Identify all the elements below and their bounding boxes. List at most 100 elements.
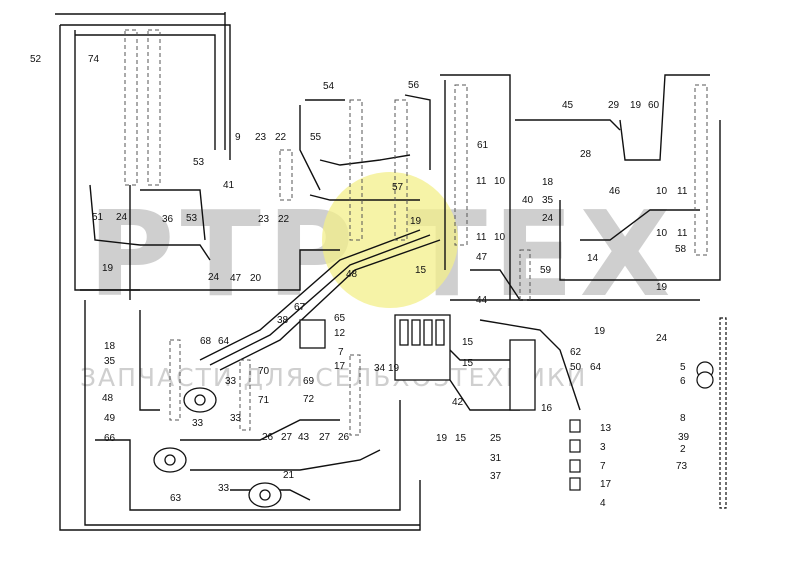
callout: 16 [541,403,553,414]
callout: 3 [600,442,606,453]
callout: 61 [477,140,489,151]
callout: 7 [338,347,344,358]
callout: 33 [218,483,230,494]
callout: 63 [170,493,182,504]
callout: 22 [278,214,290,225]
callout: 19 [410,216,422,227]
callout: 17 [334,361,346,372]
callout: 5 [680,362,686,373]
callout: 29 [608,100,620,111]
callout: 47 [476,252,488,263]
callout: 10 [656,228,668,239]
callout: 15 [462,337,474,348]
callout: 55 [310,132,322,143]
callout: 15 [455,433,467,444]
callout: 71 [258,395,270,406]
callout: 19 [656,282,668,293]
callout: 21 [283,470,295,481]
callout: 31 [490,453,502,464]
callout: 33 [225,376,237,387]
cylinders [124,29,708,436]
callout: 24 [116,212,128,223]
callout: 64 [218,336,230,347]
callout: 19 [630,100,642,111]
callout: 52 [30,54,42,65]
callout: 72 [303,394,315,405]
callout: 53 [186,213,198,224]
callout: 57 [392,182,404,193]
callout: 11 [677,228,688,239]
callout: 37 [490,471,502,482]
callout: 45 [562,100,574,111]
callout: 46 [609,186,621,197]
loose-parts [569,317,727,509]
callout: 51 [92,212,104,223]
control-valve-block [299,314,536,411]
callout: 10 [494,176,506,187]
callout: 47 [230,273,242,284]
callout: 9 [235,132,241,143]
hose-lines [55,12,721,531]
callout: 19 [436,433,448,444]
callout: 11 [476,232,487,243]
callout-labels: 52 74 53 51 24 36 53 19 24 47 20 9 23 22… [30,54,690,509]
callout: 2 [680,444,686,455]
callout: 27 [319,432,331,443]
callout: 38 [277,315,289,326]
callout: 20 [250,273,262,284]
callout: 4 [600,498,606,509]
callout: 26 [338,432,350,443]
callout: 35 [104,356,116,367]
callout: 68 [200,336,212,347]
callout: 23 [258,214,270,225]
callout: 39 [678,432,690,443]
callout: 66 [104,433,116,444]
callout: 18 [542,177,554,188]
callout: 18 [104,341,116,352]
callout: 26 [262,432,274,443]
hydraulic-motors [153,387,282,508]
callout: 60 [648,100,660,111]
callout: 43 [298,432,310,443]
callout: 33 [192,418,204,429]
callout: 7 [600,461,606,472]
callout: 48 [346,269,358,280]
callout: 42 [452,397,464,408]
callout: 35 [542,195,554,206]
watermark-logo-disc [322,172,458,308]
callout: 14 [587,253,599,264]
callout: 40 [522,195,534,206]
callout: 28 [580,149,592,160]
callout: 50 [570,362,582,373]
callout: 44 [476,295,488,306]
callout: 19 [388,363,400,374]
callout: 69 [303,376,315,387]
callout: 36 [162,214,174,225]
callout: 53 [193,157,205,168]
callout: 65 [334,313,346,324]
callout: 11 [677,186,688,197]
callout: 22 [275,132,287,143]
callout: 70 [258,366,270,377]
callout: 23 [255,132,267,143]
watermark-tagline: ЗАПЧАСТИ ДЛЯ СЕЛЬХОЗТЕХНИКИ [80,363,588,392]
callout: 73 [676,461,688,472]
callout: 62 [570,347,582,358]
callout: 48 [102,393,114,404]
callout: 33 [230,413,242,424]
callout: 15 [415,265,427,276]
callout: 19 [102,263,114,274]
callout: 54 [323,81,335,92]
callout: 12 [334,328,346,339]
callout: 59 [540,265,552,276]
callout: 58 [675,244,687,255]
callout: 10 [656,186,668,197]
callout: 11 [476,176,487,187]
callout: 13 [600,423,612,434]
callout: 6 [680,376,686,387]
callout: 74 [88,54,100,65]
callout: 64 [590,362,602,373]
callout: 25 [490,433,502,444]
callout: 15 [462,358,474,369]
